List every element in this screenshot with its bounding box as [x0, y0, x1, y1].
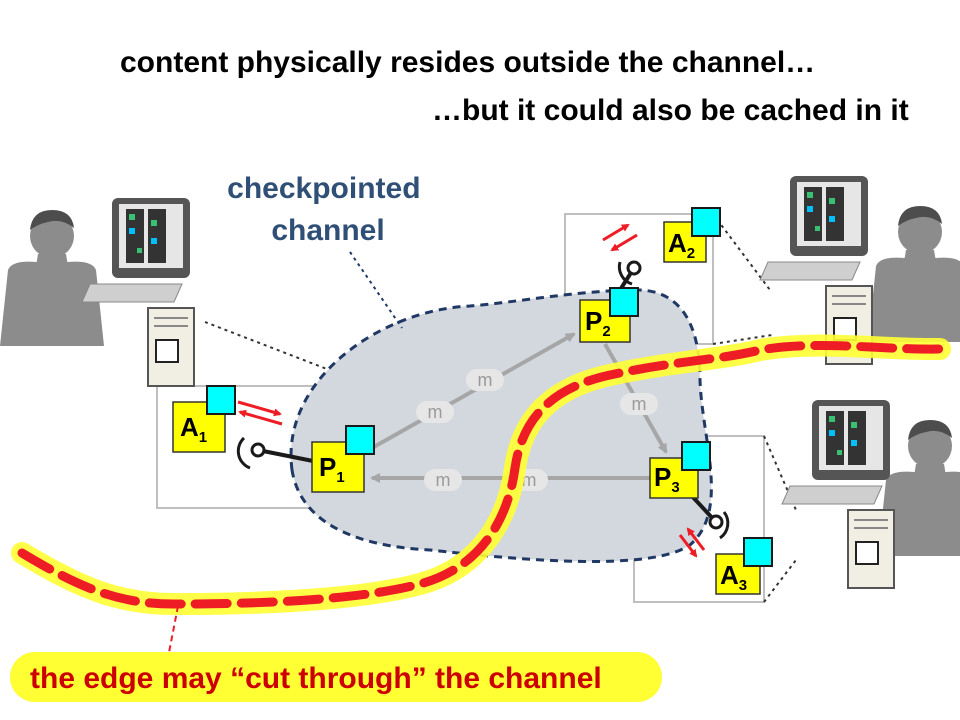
- node-p1: P1: [311, 425, 375, 493]
- svg-text:P2: P2: [585, 306, 611, 340]
- edge-caption-text: the edge may “cut through” the channel: [30, 662, 602, 695]
- user-workstation-bottom-right: [781, 399, 960, 589]
- message-tokens: m m m m m: [416, 369, 658, 491]
- cache-square-a2: [691, 207, 721, 237]
- headline-second: …but it could also be cached in it: [432, 94, 909, 127]
- node-a3: A3: [715, 537, 773, 595]
- cache-square-a3: [743, 537, 773, 567]
- connector-a1-p1: [236, 436, 319, 470]
- node-p3: P3: [649, 441, 711, 499]
- svg-text:P1: P1: [319, 452, 345, 486]
- svg-text:m: m: [478, 370, 493, 390]
- svg-text:A2: A2: [668, 228, 695, 262]
- svg-text:m: m: [522, 470, 537, 490]
- message-token-1: m: [416, 401, 454, 423]
- svg-text:m: m: [436, 470, 451, 490]
- cache-square-p1: [345, 425, 375, 455]
- svg-text:m: m: [632, 394, 647, 414]
- checkpointed-channel-region: [289, 288, 713, 563]
- connector-p3-a3: [688, 492, 730, 540]
- channel-label-line-2: channel: [271, 214, 384, 247]
- message-token-2: m: [466, 369, 504, 391]
- channel-label-pointer: [349, 251, 403, 329]
- local-traffic-arrows: [237, 223, 706, 558]
- node-p2: P2: [579, 287, 639, 343]
- edge-caption: the edge may “cut through” the channel: [10, 652, 662, 702]
- message-token-4: m: [424, 469, 462, 491]
- cache-square-p3: [681, 441, 711, 471]
- cache-square-p2: [609, 287, 639, 317]
- node-a1: A1: [172, 385, 236, 453]
- message-token-3: m: [620, 393, 658, 415]
- svg-text:A1: A1: [180, 412, 207, 446]
- channel-label-line-1: checkpointed: [227, 172, 420, 205]
- headline-top: content physically resides outside the c…: [120, 46, 815, 79]
- edge-caption-background: [10, 652, 662, 702]
- cache-square-a1: [206, 385, 236, 415]
- svg-text:A3: A3: [720, 560, 747, 594]
- edge-cut-line: [17, 341, 945, 609]
- node-a2: A2: [663, 207, 721, 263]
- channel-label: checkpointed channel: [227, 172, 429, 247]
- svg-text:m: m: [428, 402, 443, 422]
- svg-text:P3: P3: [654, 462, 680, 496]
- user-workstation-left: [0, 197, 195, 387]
